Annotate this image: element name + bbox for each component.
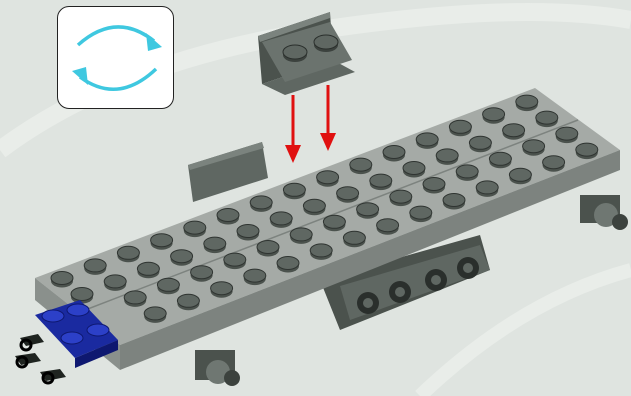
stud xyxy=(283,183,305,196)
stud xyxy=(244,269,266,282)
down-arrow-icon xyxy=(320,85,336,151)
down-arrow-icon xyxy=(285,95,301,163)
stud xyxy=(104,275,126,288)
stud xyxy=(71,288,93,301)
stud xyxy=(151,234,173,247)
stud xyxy=(317,171,339,184)
stud xyxy=(337,187,359,200)
stud xyxy=(350,158,372,171)
stud xyxy=(449,120,471,133)
front-clips xyxy=(15,334,66,383)
stud xyxy=(224,253,246,266)
stud xyxy=(303,199,325,212)
stud xyxy=(469,136,491,149)
rotate-arrows-icon xyxy=(58,7,175,110)
stud xyxy=(443,194,465,207)
stud xyxy=(357,203,379,216)
stud xyxy=(177,294,199,307)
stud xyxy=(237,225,259,238)
stud xyxy=(144,307,166,320)
stud xyxy=(483,108,505,121)
stud xyxy=(416,133,438,146)
attached-dark-gray-bracket xyxy=(188,142,268,202)
stud xyxy=(124,291,146,304)
stud xyxy=(410,206,432,219)
stud xyxy=(277,257,299,270)
stud xyxy=(137,262,159,275)
stud xyxy=(257,241,279,254)
stud xyxy=(556,127,578,140)
stud xyxy=(377,219,399,232)
stud xyxy=(84,259,106,272)
stud xyxy=(456,165,478,178)
stud xyxy=(157,278,179,291)
stud xyxy=(204,237,226,250)
stud xyxy=(117,246,139,259)
stud xyxy=(290,228,312,241)
stud xyxy=(370,174,392,187)
stud xyxy=(543,156,565,169)
stud xyxy=(270,212,292,225)
stud xyxy=(323,215,345,228)
rotate-model-callout xyxy=(57,6,174,109)
stud xyxy=(217,209,239,222)
insert-direction-arrows xyxy=(285,85,336,163)
stud xyxy=(51,272,73,285)
stud xyxy=(403,162,425,175)
stud xyxy=(436,149,458,162)
stud xyxy=(184,221,206,234)
stud xyxy=(509,168,531,181)
stud xyxy=(343,231,365,244)
stud xyxy=(489,152,511,165)
stud xyxy=(503,124,525,137)
background-swoosh xyxy=(420,270,631,396)
stud xyxy=(536,111,558,124)
stud xyxy=(390,190,412,203)
stud xyxy=(310,244,332,257)
stud xyxy=(191,266,213,279)
stud xyxy=(576,143,598,156)
stud xyxy=(211,282,233,295)
stud xyxy=(423,178,445,191)
stud xyxy=(476,181,498,194)
stud xyxy=(383,146,405,159)
stud xyxy=(516,95,538,108)
stud xyxy=(171,250,193,263)
stud xyxy=(250,196,272,209)
stud xyxy=(523,140,545,153)
